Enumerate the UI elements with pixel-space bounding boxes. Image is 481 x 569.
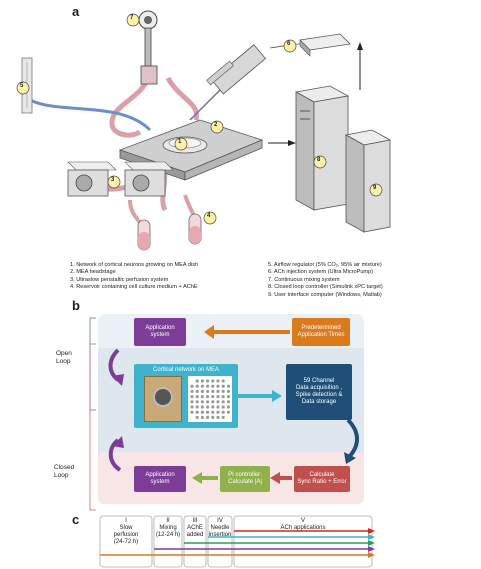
phase-number: I xyxy=(100,518,152,525)
phase-v: V ACh applications xyxy=(234,518,372,532)
phase-label: ACh applications xyxy=(234,525,372,532)
phase-number: II xyxy=(154,518,182,525)
phase-i: I Slow perfusion (24-72 h) xyxy=(100,518,152,546)
phase-iv: IV Needle insertion xyxy=(208,518,232,539)
phase-label: AChE added xyxy=(184,525,206,539)
phase-number: III xyxy=(184,518,206,525)
timeline-arrowheads xyxy=(368,528,375,558)
phase-label: Slow perfusion (24-72 h) xyxy=(100,525,152,546)
phase-ii: II Mixing (12-24 h) xyxy=(154,518,182,539)
phase-iii: III AChE added xyxy=(184,518,206,539)
phase-number: IV xyxy=(208,518,232,525)
phase-label: Mixing (12-24 h) xyxy=(154,525,182,539)
phase-label: Needle insertion xyxy=(208,525,232,539)
phase-number: V xyxy=(234,518,372,525)
